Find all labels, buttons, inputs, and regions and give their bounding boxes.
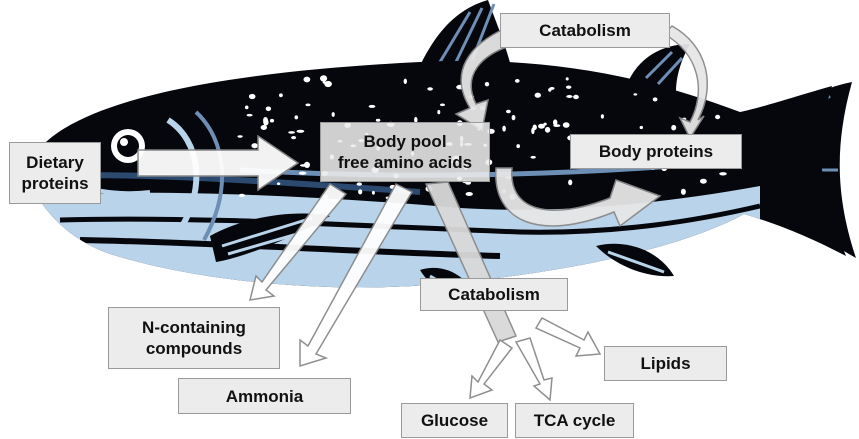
- fish-spot: [320, 75, 327, 81]
- fish-spot: [700, 179, 707, 184]
- arrow-to-glucose: [470, 340, 512, 398]
- fish-spot: [640, 126, 643, 129]
- tca-cycle-label: TCA cycle: [534, 410, 616, 431]
- fish-spot: [357, 182, 362, 185]
- glucose-box: Glucose: [401, 403, 508, 438]
- fish-spot: [305, 104, 310, 107]
- body-pool-label: Body pool free amino acids: [338, 131, 472, 173]
- lipids-box: Lipids: [604, 346, 727, 381]
- fish-spot: [553, 124, 560, 127]
- fish-spot: [515, 79, 520, 83]
- fish-spot: [291, 136, 296, 139]
- lipids-label: Lipids: [640, 353, 690, 374]
- fish-spot: [543, 123, 546, 126]
- fish-spot: [358, 189, 362, 194]
- fish-spot: [566, 77, 569, 80]
- fish-spot: [719, 172, 727, 175]
- body-proteins-box: Body proteins: [570, 134, 742, 169]
- fish-spot: [545, 127, 550, 133]
- fish-spot: [568, 180, 572, 186]
- fish-spot: [573, 95, 579, 99]
- fish-spot: [506, 110, 511, 113]
- fish-spot: [512, 115, 516, 120]
- fish-spot: [239, 194, 245, 197]
- fish-spot: [563, 122, 570, 128]
- ammonia-box: Ammonia: [178, 378, 351, 414]
- fish-spot: [279, 93, 283, 97]
- fish-spot: [440, 104, 445, 107]
- fish-spot: [566, 95, 572, 98]
- fish-spot: [261, 125, 267, 130]
- fish-spot: [247, 114, 253, 117]
- fish-spot: [299, 172, 306, 175]
- dietary-proteins-box: Dietary proteins: [9, 142, 101, 204]
- fish-spot: [566, 86, 571, 89]
- dietary-proteins-label: Dietary proteins: [21, 152, 88, 194]
- fish-spot: [427, 87, 433, 90]
- fish-spot: [653, 97, 658, 101]
- catabolism-mid-label: Catabolism: [448, 284, 540, 305]
- fish-spot: [372, 191, 375, 195]
- fish-spot: [548, 88, 551, 92]
- n-containing-label: N-containing compounds: [142, 317, 246, 359]
- fish-spot: [535, 93, 541, 98]
- fish-spot: [437, 110, 440, 114]
- fish-spot: [270, 119, 274, 123]
- fish-spot: [304, 77, 311, 83]
- catabolism-top-label: Catabolism: [539, 20, 631, 41]
- fish-spot: [601, 114, 604, 118]
- fish-spot: [323, 81, 326, 83]
- fish-spot: [404, 79, 407, 84]
- fish-spot: [266, 107, 271, 112]
- fish-spot: [681, 189, 686, 195]
- fish-spot: [531, 128, 534, 134]
- fish-spot: [485, 82, 489, 86]
- n-containing-box: N-containing compounds: [108, 307, 280, 369]
- arrow-to-lipids: [536, 318, 600, 356]
- fish-spot: [633, 93, 637, 95]
- fish-spot: [531, 156, 536, 159]
- fish-spot: [288, 131, 295, 134]
- arrow-to-tca: [516, 338, 552, 400]
- fish-spot: [238, 135, 243, 137]
- fish-spot: [295, 115, 299, 119]
- tca-cycle-box: TCA cycle: [515, 403, 634, 438]
- fish-spot: [277, 182, 280, 185]
- ammonia-label: Ammonia: [226, 386, 303, 407]
- glucose-label: Glucose: [421, 410, 488, 431]
- fish-spot: [332, 112, 335, 117]
- body-proteins-label: Body proteins: [599, 141, 713, 162]
- fish-spot: [245, 106, 249, 110]
- fish-spot: [263, 117, 268, 123]
- fish-spot: [297, 130, 305, 133]
- fish-spot: [715, 115, 720, 119]
- fish-spot: [369, 105, 376, 108]
- fish-spot: [466, 192, 473, 196]
- catabolism-top-box: Catabolism: [500, 13, 670, 48]
- fish-spot: [251, 143, 258, 148]
- body-pool-box: Body pool free amino acids: [320, 122, 490, 182]
- fish-spot: [516, 144, 520, 148]
- fish-spot: [249, 94, 256, 99]
- fish-spot: [671, 125, 676, 131]
- catabolism-mid-box: Catabolism: [420, 278, 568, 311]
- fish-spot: [304, 162, 310, 168]
- fish-spot: [502, 126, 506, 132]
